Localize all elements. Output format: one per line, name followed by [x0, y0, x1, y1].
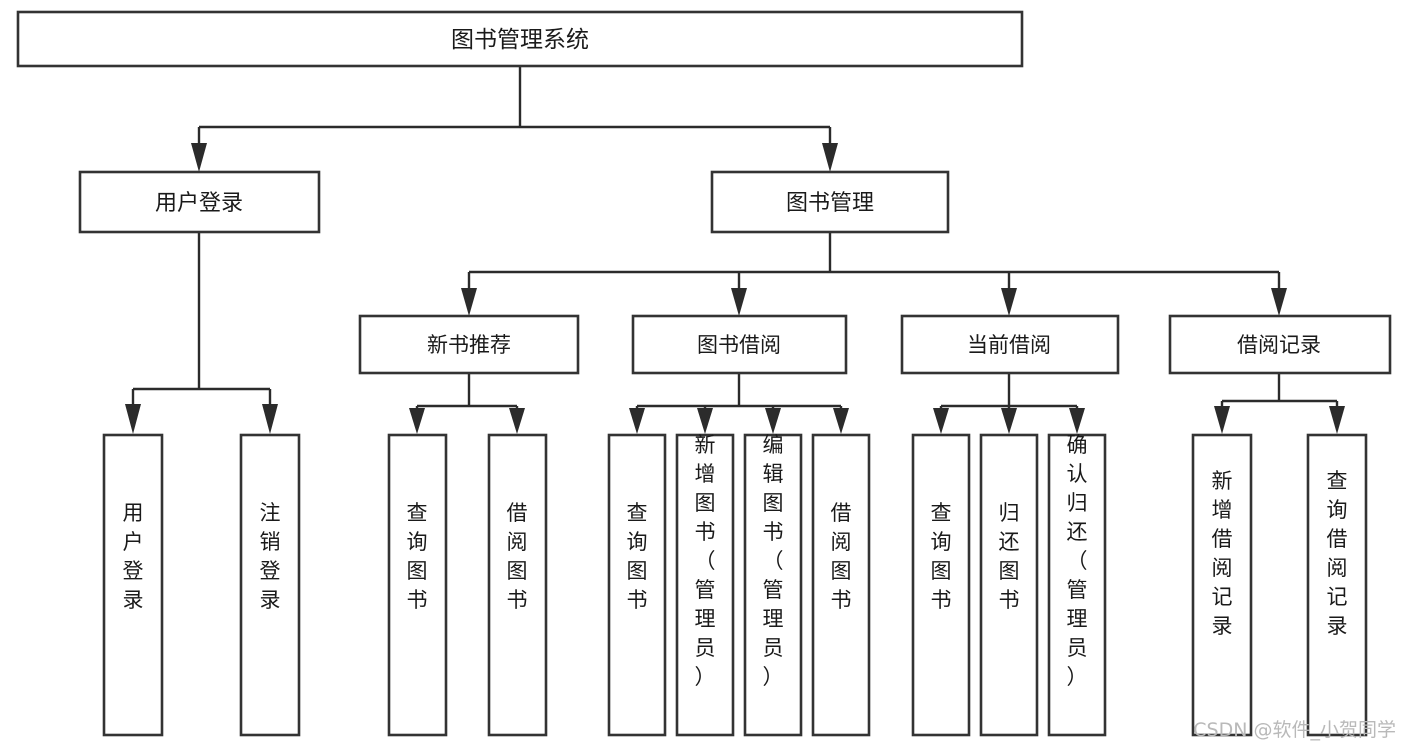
node-new-book-recommend-box — [358, 314, 580, 375]
node-book-borrow[interactable]: 图书借阅 — [631, 314, 848, 375]
arrow-head-cb-leaf-1 — [933, 408, 949, 434]
arrow-head-bb-leaf-4 — [833, 408, 849, 434]
leaf-book-borrow-query-box — [607, 433, 667, 737]
arrow-head-book-manage — [822, 143, 838, 172]
leaf-user-login-login-box — [102, 433, 164, 737]
leaf-current-borrow-return[interactable]: 归还图书 — [979, 433, 1039, 737]
leaf-user-login-logout-label: 注销登录 — [260, 501, 281, 612]
leaf-borrow-record-query-box — [1306, 433, 1368, 737]
arrow-head-bb-leaf-3 — [765, 408, 781, 434]
leaf-book-borrow-edit[interactable]: 编辑图书（管理员） — [743, 433, 803, 737]
node-new-book-recommend[interactable]: 新书推荐 — [358, 314, 580, 375]
arrow-head-leaf-logout — [262, 404, 278, 434]
arrow-head-borrow-record — [1271, 288, 1287, 316]
arrow-head-leaf-user-login — [125, 404, 141, 434]
leaf-book-borrow-add-box — [675, 433, 735, 737]
node-current-borrow-label: 当前借阅 — [967, 333, 1051, 357]
node-root-label: 图书管理系统 — [451, 27, 589, 53]
node-borrow-record-box — [1168, 314, 1392, 375]
arrow-head-nb-leaf-2 — [509, 408, 525, 434]
leaf-book-borrow-query-label: 查询图书 — [627, 501, 648, 612]
csdn-watermark: CSDN @软件_小贺同学 — [1193, 719, 1396, 741]
leaf-current-borrow-confirm-box — [1047, 433, 1107, 737]
arrow-head-current-borrow — [1001, 288, 1017, 316]
arrow-head-book-borrow — [731, 288, 747, 316]
node-book-manage-box — [710, 170, 950, 234]
node-user-login-box — [78, 170, 321, 234]
arrow-head-bb-leaf-1 — [629, 408, 645, 434]
leaf-book-borrow-borrow[interactable]: 借阅图书 — [811, 433, 871, 737]
leaf-borrow-record-add[interactable]: 新增借阅记录 — [1191, 433, 1253, 737]
leaf-new-book-query-box — [387, 433, 448, 737]
node-root-system[interactable]: 图书管理系统 — [16, 10, 1024, 68]
leaf-book-borrow-borrow-box — [811, 433, 871, 737]
node-user-login[interactable]: 用户登录 — [78, 170, 321, 234]
arrow-head-br-leaf-1 — [1214, 406, 1230, 434]
node-book-borrow-label: 图书借阅 — [697, 333, 781, 357]
leaf-user-login-logout-box — [239, 433, 301, 737]
leaf-user-login-logout[interactable]: 注销登录 — [239, 433, 301, 737]
connector-layer — [125, 66, 1345, 434]
leaf-book-borrow-add[interactable]: 新增图书（管理员） — [675, 433, 735, 737]
arrow-head-cb-leaf-2 — [1001, 408, 1017, 434]
node-current-borrow-box — [900, 314, 1120, 375]
arrow-head-nb-leaf-1 — [409, 408, 425, 434]
arrow-head-br-leaf-2 — [1329, 406, 1345, 434]
leaf-user-login-login-label: 用户登录 — [123, 501, 144, 612]
leaf-current-borrow-return-box — [979, 433, 1039, 737]
node-book-borrow-box — [631, 314, 848, 375]
node-book-manage[interactable]: 图书管理 — [710, 170, 950, 234]
leaf-borrow-record-add-box — [1191, 433, 1253, 737]
leaf-current-borrow-query-label: 查询图书 — [931, 501, 952, 612]
node-user-login-label: 用户登录 — [155, 191, 243, 216]
node-borrow-record[interactable]: 借阅记录 — [1168, 314, 1392, 375]
leaf-current-borrow-return-label: 归还图书 — [999, 501, 1020, 612]
leaf-new-book-query-label: 查询图书 — [407, 501, 428, 612]
leaf-new-book-borrow-box — [487, 433, 548, 737]
leaf-borrow-record-query[interactable]: 查询借阅记录 — [1306, 433, 1368, 737]
leaf-current-borrow-query[interactable]: 查询图书 — [911, 433, 971, 737]
leaf-current-borrow-confirm-label: 确认归还（管理员） — [1067, 433, 1088, 689]
leaf-book-borrow-edit-label: 编辑图书（管理员） — [763, 433, 784, 689]
leaf-book-borrow-query[interactable]: 查询图书 — [607, 433, 667, 737]
leaf-borrow-record-add-label: 新增借阅记录 — [1212, 469, 1233, 638]
arrow-head-new-book-recommend — [461, 288, 477, 316]
leaf-current-borrow-query-box — [911, 433, 971, 737]
leaf-new-book-borrow[interactable]: 借阅图书 — [487, 433, 548, 737]
arrow-head-cb-leaf-3 — [1069, 408, 1085, 434]
arrow-head-bb-leaf-2 — [697, 408, 713, 434]
leaf-book-borrow-borrow-label: 借阅图书 — [831, 501, 852, 612]
leaf-user-login-login[interactable]: 用户登录 — [102, 433, 164, 737]
node-borrow-record-label: 借阅记录 — [1237, 333, 1321, 357]
leaf-new-book-query[interactable]: 查询图书 — [387, 433, 448, 737]
arrow-head-user-login — [191, 143, 207, 172]
node-book-manage-label: 图书管理 — [786, 191, 874, 216]
leaf-new-book-borrow-label: 借阅图书 — [507, 501, 528, 612]
leaf-borrow-record-query-label: 查询借阅记录 — [1327, 469, 1348, 638]
node-root-box — [16, 10, 1024, 68]
leaf-book-borrow-add-label: 新增图书（管理员） — [695, 433, 716, 689]
node-new-book-recommend-label: 新书推荐 — [427, 333, 511, 357]
leaf-book-borrow-edit-box — [743, 433, 803, 737]
node-current-borrow[interactable]: 当前借阅 — [900, 314, 1120, 375]
leaf-current-borrow-confirm[interactable]: 确认归还（管理员） — [1047, 433, 1107, 737]
